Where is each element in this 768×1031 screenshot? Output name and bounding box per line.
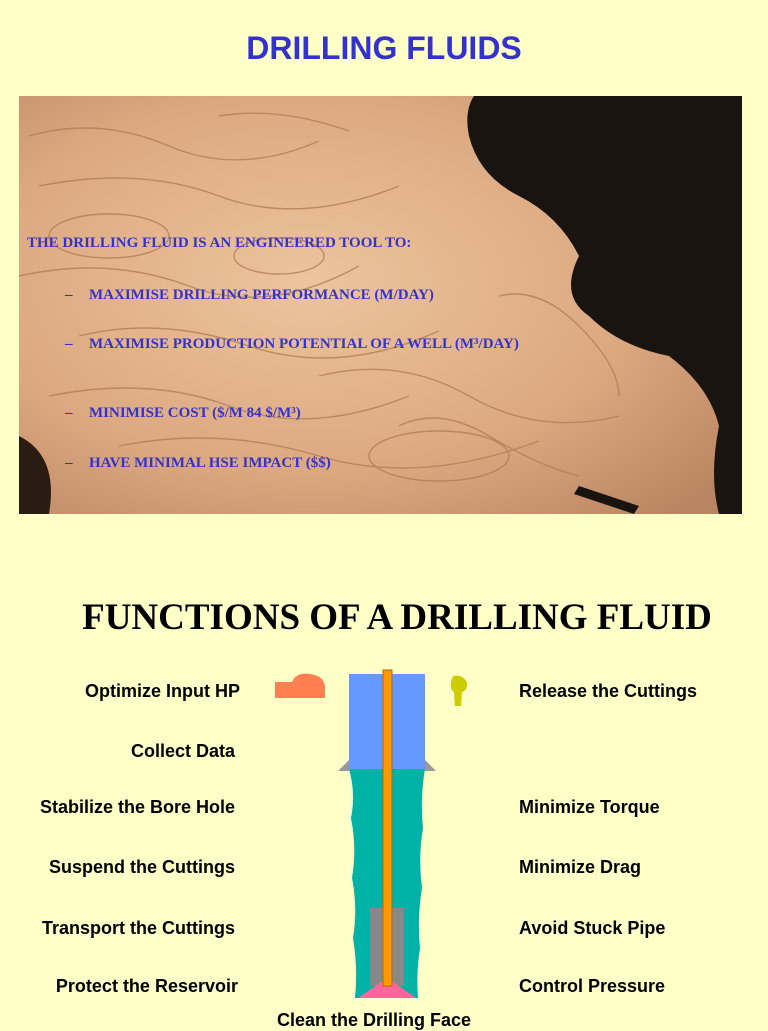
function-collect-data: Collect Data [130,741,235,761]
bullet-dash: – [65,287,73,303]
mud-texture-image [19,96,742,514]
function-avoid-stuck-pipe: Avoid Stuck Pipe [519,918,666,938]
casing-shoe-left [338,760,349,771]
list-item-text: MAXIMISE PRODUCTION POTENTIAL OF A WELL … [89,336,519,352]
drill-pipe [382,669,393,987]
drilling-mud-photo: THE DRILLING FLUID IS AN ENGINEERED TOOL… [19,96,742,514]
function-control-pressure: Control Pressure [519,976,666,996]
list-item-text: MINIMISE COST ($/M 84 $/M³) [89,405,301,421]
function-suspend-cuttings: Suspend the Cuttings [49,857,235,877]
function-transport-cuttings: Transport the Cuttings [42,918,235,938]
page-title: DRILLING FLUIDS [246,30,522,66]
cuttings-release-icon [450,675,468,706]
function-release-cuttings: Release the Cuttings [519,681,698,701]
function-minimize-drag: Minimize Drag [519,857,642,877]
function-protect-reservoir: Protect the Reservoir [55,976,238,996]
drill-bit [358,978,416,998]
list-intro: THE DRILLING FLUID IS AN ENGINEERED TOOL… [27,235,412,251]
function-stabilize-bore-hole: Stabilize the Bore Hole [39,797,235,817]
bullet-dash: – [65,405,73,421]
list-item-text: MAXIMISE DRILLING PERFORMANCE (M/DAY) [89,287,434,303]
wellbore-diagram [275,669,468,998]
list-item-text: HAVE MINIMAL HSE IMPACT ($$) [89,455,331,471]
casing-shoe-right [425,760,436,771]
engineered-tool-list: THE DRILLING FLUID IS AN ENGINEERED TOOL… [19,96,742,514]
function-optimize-input-hp: Optimize Input HP [85,681,240,701]
function-minimize-torque: Minimize Torque [519,797,660,817]
hp-pump-icon [275,673,326,698]
functions-heading: FUNCTIONS OF A DRILLING FLUID [82,597,712,638]
bullet-dash: – [65,455,73,471]
bullet-dash: – [65,336,73,352]
function-clean-drilling-face: Clean the Drilling Face [277,1010,472,1030]
